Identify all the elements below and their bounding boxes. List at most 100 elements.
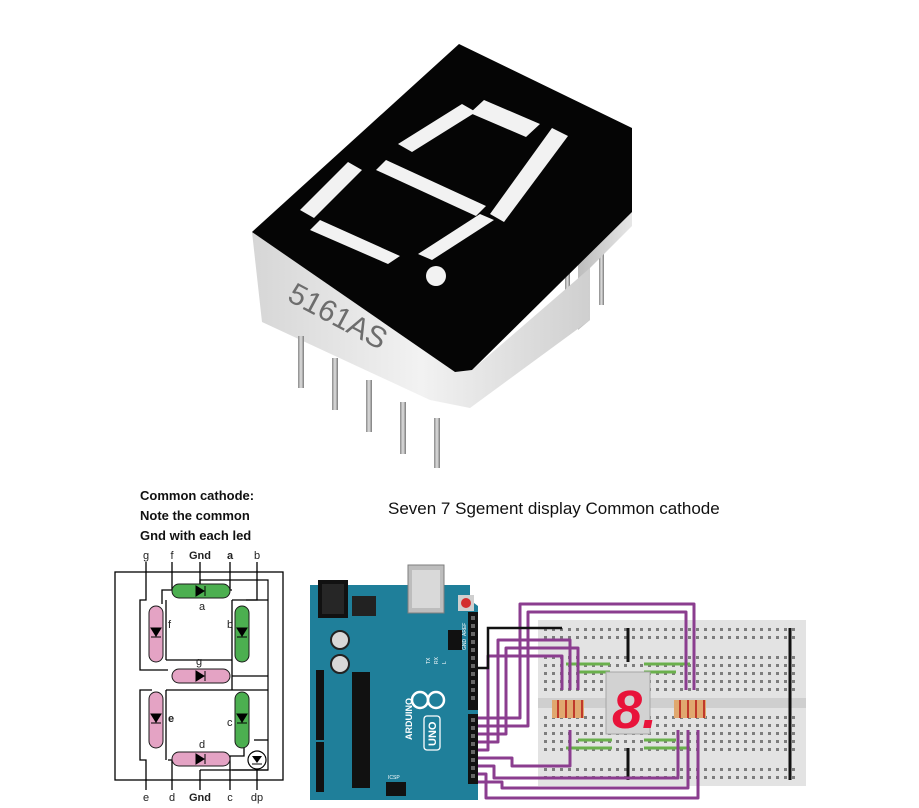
schematic-outline: [114, 571, 284, 781]
breadboard-hole: [752, 724, 755, 727]
breadboard-hole: [696, 656, 699, 659]
gnd-label: GND: [462, 639, 468, 651]
breadboard-hole: [760, 776, 763, 779]
breadboard-hole: [664, 768, 667, 771]
breadboard-hole: [728, 672, 731, 675]
breadboard-hole: [696, 672, 699, 675]
breadboard-hole: [776, 664, 779, 667]
breadboard-hole: [616, 768, 619, 771]
breadboard-hole: [704, 688, 707, 691]
breadboard-hole: [704, 724, 707, 727]
breadboard-hole: [728, 656, 731, 659]
arduino-logo: [410, 690, 446, 710]
breadboard-hole: [584, 636, 587, 639]
breadboard-hole: [552, 740, 555, 743]
breadboard-hole: [712, 768, 715, 771]
aref-label: AREF: [462, 623, 468, 636]
breadboard-hole: [560, 628, 563, 631]
bottom-pin-dp: dp: [251, 792, 263, 804]
breadboard-hole: [552, 768, 555, 771]
breadboard-hole: [656, 688, 659, 691]
breadboard-hole: [632, 636, 635, 639]
breadboard-hole: [680, 688, 683, 691]
segment-a-label: a: [199, 601, 206, 613]
breadboard-hole: [792, 776, 795, 779]
breadboard-hole: [672, 656, 675, 659]
breadboard-hole: [584, 656, 587, 659]
breadboard-hole: [728, 688, 731, 691]
breadboard-hole: [704, 664, 707, 667]
breadboard-hole: [728, 716, 731, 719]
breadboard-hole: [544, 628, 547, 631]
breadboard-hole: [544, 716, 547, 719]
breadboard-hole: [680, 768, 683, 771]
breadboard-hole: [720, 628, 723, 631]
breadboard-hole: [696, 636, 699, 639]
breadboard-hole: [592, 656, 595, 659]
breadboard-hole: [688, 688, 691, 691]
breadboard-hole: [784, 748, 787, 751]
breadboard-hole: [784, 688, 787, 691]
breadboard-hole: [688, 680, 691, 683]
breadboard-hole: [752, 680, 755, 683]
breadboard-hole: [768, 724, 771, 727]
breadboard-hole: [656, 680, 659, 683]
breadboard-hole: [776, 672, 779, 675]
breadboard-hole: [640, 628, 643, 631]
breadboard-hole: [664, 732, 667, 735]
breadboard-hole: [712, 776, 715, 779]
breadboard-hole: [736, 664, 739, 667]
breadboard-hole: [640, 656, 643, 659]
breadboard-hole: [720, 688, 723, 691]
breadboard-hole: [768, 680, 771, 683]
breadboard-hole: [608, 636, 611, 639]
breadboard-hole: [768, 740, 771, 743]
capacitor: [330, 630, 350, 650]
diode-icon: [195, 753, 205, 765]
breadboard-hole: [544, 740, 547, 743]
top-pin-f: f: [170, 550, 174, 562]
schematic-segments: [148, 583, 267, 770]
breadboard-hole: [752, 776, 755, 779]
breadboard-hole: [776, 776, 779, 779]
breadboard-hole: [544, 748, 547, 751]
breadboard-hole: [592, 636, 595, 639]
breadboard-hole: [736, 776, 739, 779]
breadboard-hole: [696, 680, 699, 683]
breadboard-hole: [680, 672, 683, 675]
breadboard-hole: [760, 680, 763, 683]
breadboard-hole: [704, 672, 707, 675]
breadboard-hole: [736, 672, 739, 675]
breadboard-hole: [552, 636, 555, 639]
breadboard-hole: [776, 680, 779, 683]
breadboard-hole: [712, 628, 715, 631]
breadboard-hole: [744, 672, 747, 675]
breadboard-hole: [696, 688, 699, 691]
breadboard-hole: [752, 636, 755, 639]
breadboard-hole: [712, 680, 715, 683]
breadboard-hole: [600, 716, 603, 719]
breadboard-hole: [544, 688, 547, 691]
breadboard: 8.: [538, 620, 806, 786]
breadboard-hole: [704, 748, 707, 751]
breadboard-hole: [744, 636, 747, 639]
segment-c-label: c: [227, 717, 233, 729]
breadboard-hole: [736, 748, 739, 751]
breadboard-hole: [600, 636, 603, 639]
pin-labels: g f Gnd a b e d Gnd c dp: [143, 550, 263, 804]
breadboard-hole: [680, 740, 683, 743]
breadboard-hole: [648, 656, 651, 659]
breadboard-hole: [680, 776, 683, 779]
breadboard-hole: [736, 716, 739, 719]
breadboard-hole: [768, 664, 771, 667]
breadboard-hole: [656, 636, 659, 639]
breadboard-hole: [744, 768, 747, 771]
breadboard-hole: [784, 636, 787, 639]
breadboard-hole: [728, 732, 731, 735]
diode-icon: [195, 585, 205, 597]
gnd-wire: [478, 626, 562, 670]
digital-header: [468, 612, 478, 710]
breadboard-hole: [664, 656, 667, 659]
breadboard-hole: [792, 664, 795, 667]
breadboard-hole: [728, 740, 731, 743]
